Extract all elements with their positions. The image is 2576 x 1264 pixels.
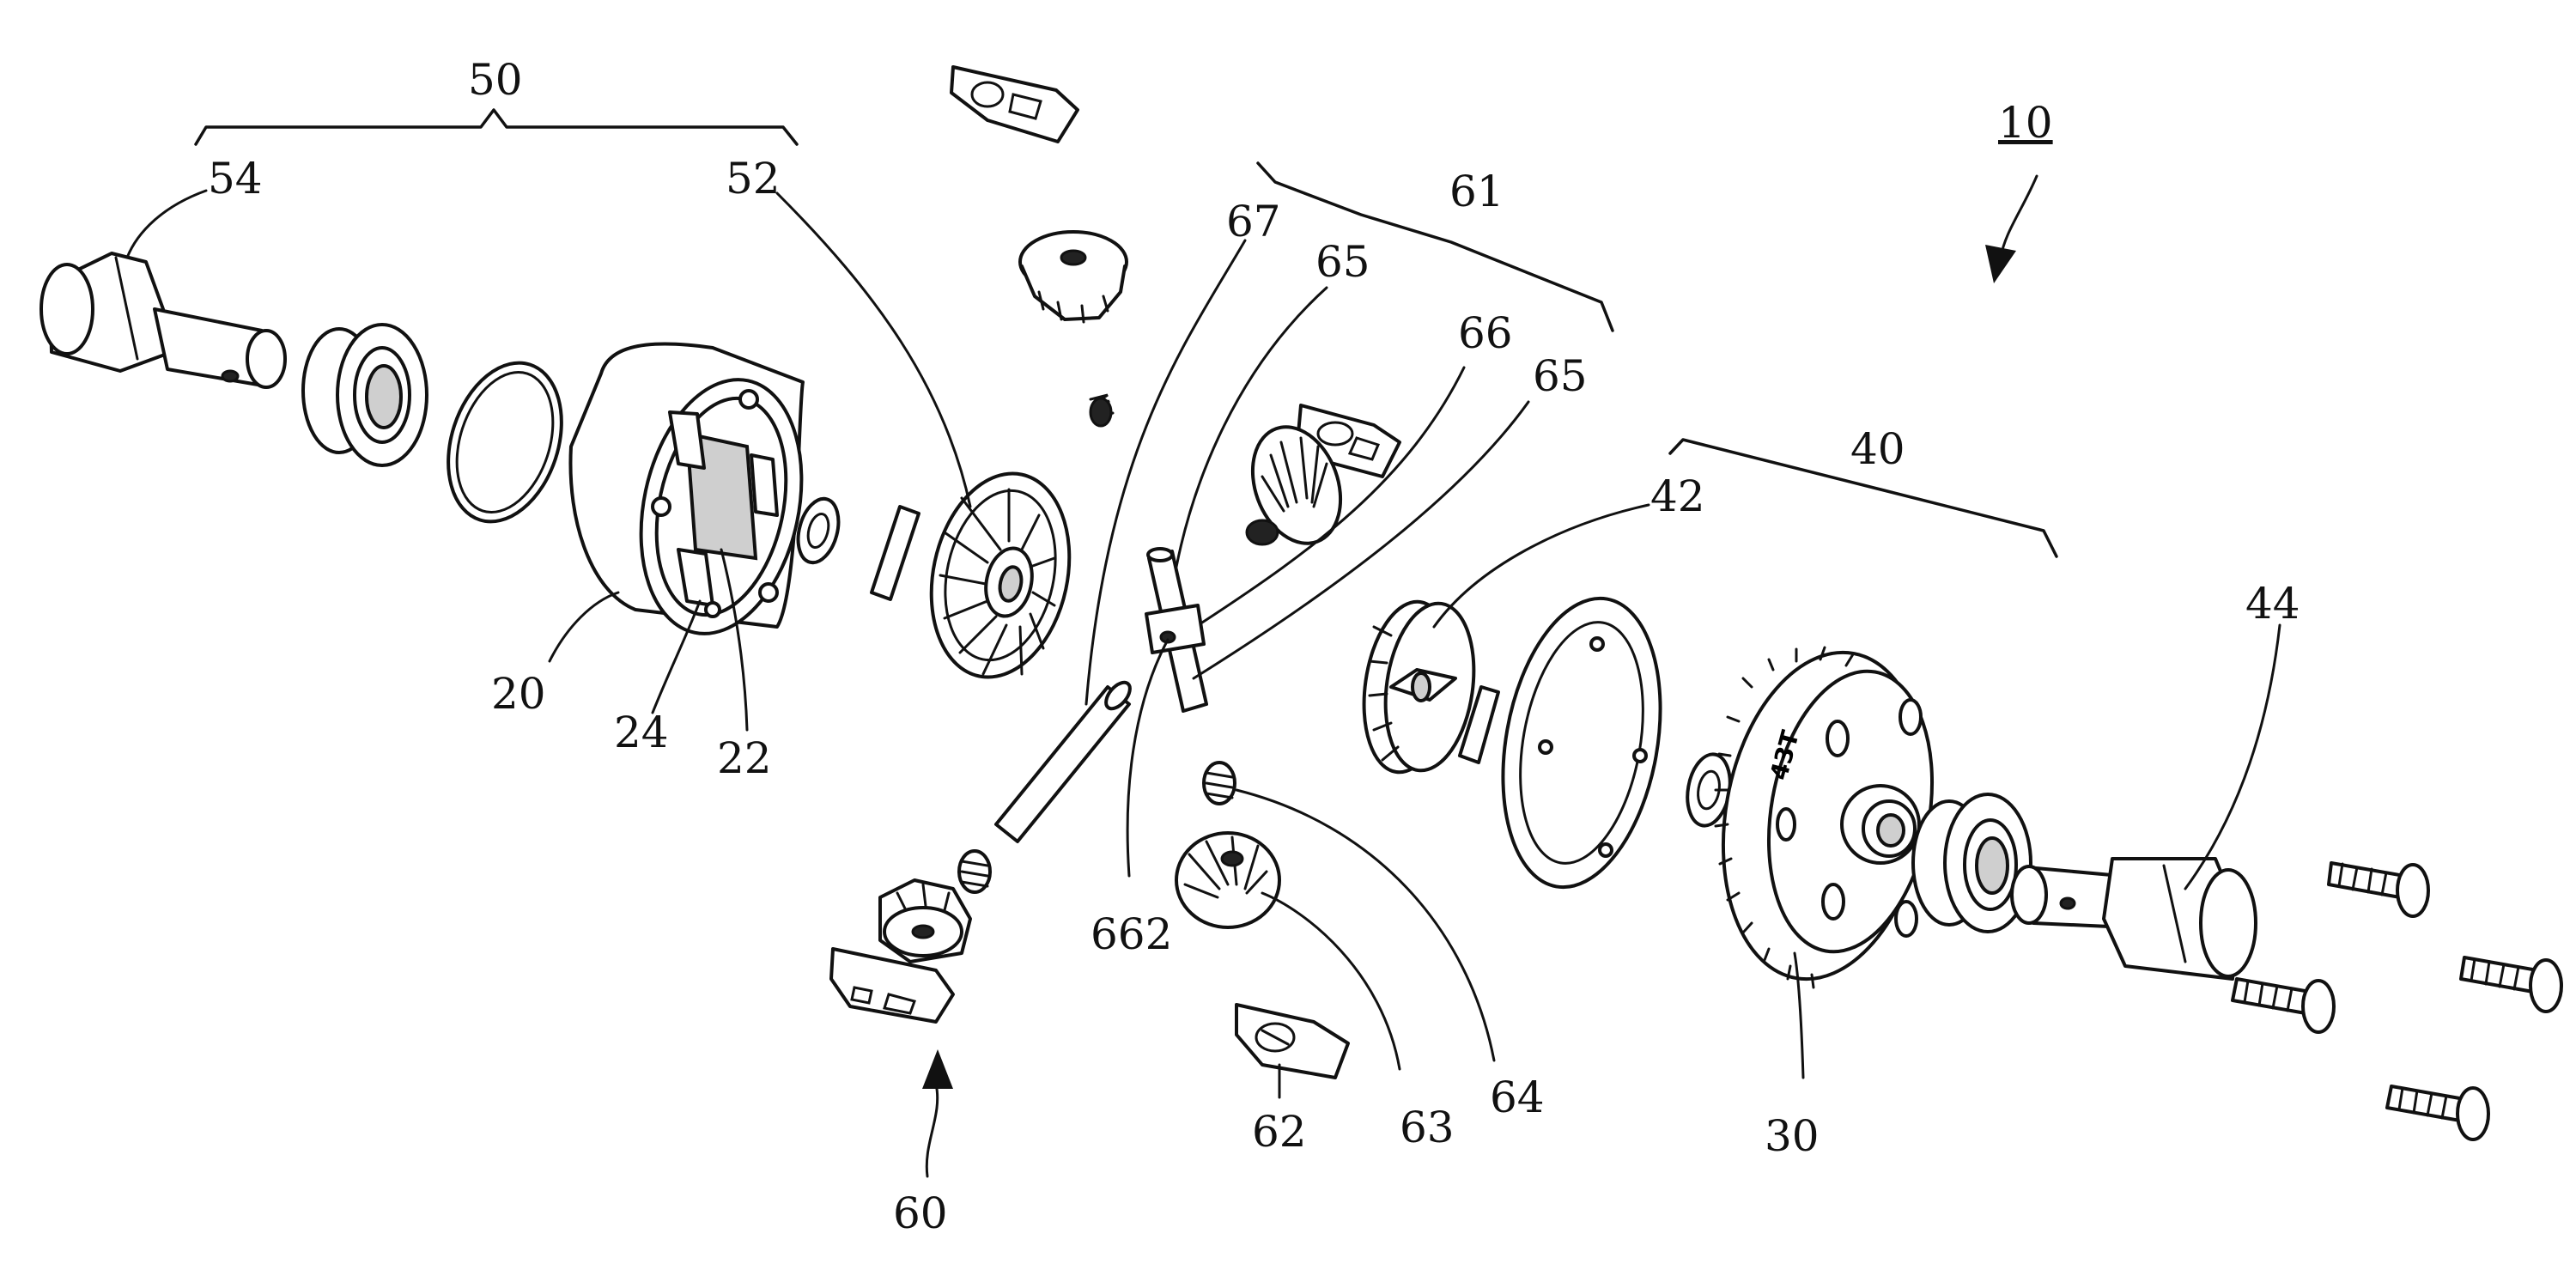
label-66: 66 — [1458, 308, 1513, 358]
leader-30 — [1793, 951, 1805, 1079]
bearing-left — [301, 323, 428, 467]
screw-4 — [2385, 1085, 2490, 1141]
label-30: 30 — [1765, 1111, 1820, 1161]
label-20: 20 — [491, 669, 546, 719]
screw-1 — [2327, 861, 2430, 918]
spider-gear-top — [1018, 230, 1128, 324]
pin-right — [1458, 685, 1500, 764]
leader-20 — [548, 591, 620, 663]
label-65a: 65 — [1315, 237, 1370, 287]
spring-64 — [1202, 761, 1236, 805]
label-50: 50 — [468, 55, 523, 105]
leader-24 — [651, 599, 702, 714]
assembly-10-arrow-head — [1985, 245, 2016, 283]
label-64: 64 — [1490, 1073, 1545, 1122]
label-40: 40 — [1850, 424, 1905, 474]
screw-2 — [2459, 956, 2563, 1013]
o-ring-inner — [455, 371, 555, 514]
leader-44 — [2184, 623, 2281, 890]
gasket — [1501, 596, 1662, 890]
spider-gear-left — [878, 878, 972, 963]
washer-left — [796, 496, 841, 565]
label-65b: 65 — [1533, 351, 1588, 401]
side-gear-42 — [1362, 599, 1476, 775]
brace-40 — [1668, 438, 2058, 558]
label-52: 52 — [726, 154, 781, 204]
leader-64 — [1235, 788, 1496, 1062]
brace-50 — [194, 108, 799, 146]
spring-top — [1089, 393, 1115, 428]
washer-right-hole — [1697, 769, 1721, 811]
spring-left — [957, 849, 992, 894]
label-42: 42 — [1650, 471, 1705, 521]
bearing-right — [1911, 793, 2032, 933]
leader-66 — [1200, 366, 1466, 624]
side-bevel-gear-52 — [929, 471, 1072, 679]
label-63: 63 — [1400, 1103, 1455, 1152]
leader-662 — [1126, 638, 1170, 878]
leader-67 — [1084, 239, 1247, 706]
leader-52 — [775, 191, 972, 508]
label-54: 54 — [208, 154, 263, 204]
leader-42 — [1432, 503, 1650, 629]
label-662: 662 — [1091, 909, 1172, 959]
cross-pin-67 — [994, 680, 1132, 843]
diff-housing-20 — [568, 342, 805, 635]
assembly-10-arrow — [1999, 174, 2038, 259]
label-67: 67 — [1226, 197, 1281, 246]
output-cup-54 — [39, 252, 287, 389]
leader-63 — [1261, 891, 1401, 1071]
output-cup-44 — [2010, 857, 2257, 981]
washer-left-hole — [806, 512, 830, 550]
cross-pin-66 — [1145, 547, 1208, 713]
group-60-arrow-head — [922, 1049, 953, 1089]
o-ring — [447, 361, 563, 524]
spider-clip-left — [829, 947, 955, 1024]
spider-clip-top — [950, 65, 1079, 143]
label-24: 24 — [614, 708, 669, 757]
spider-clip-62 — [1235, 1003, 1350, 1079]
leader-54 — [125, 189, 208, 259]
label-62: 62 — [1252, 1107, 1307, 1157]
pin-left — [870, 505, 920, 601]
screw-3 — [2231, 977, 2336, 1034]
label-22: 22 — [717, 733, 772, 783]
leader-22 — [720, 548, 749, 732]
brace-61 — [1256, 161, 1614, 332]
ring-gear-30: 43T — [1714, 646, 1935, 989]
spider-gear-63 — [1175, 831, 1281, 929]
leader-65a — [1175, 286, 1328, 568]
label-44: 44 — [2245, 579, 2300, 629]
label-60: 60 — [893, 1188, 948, 1238]
group-60-arrow — [925, 1082, 939, 1178]
leader-65b — [1192, 400, 1530, 680]
label-10: 10 — [1998, 98, 2053, 148]
label-61: 61 — [1449, 167, 1504, 216]
